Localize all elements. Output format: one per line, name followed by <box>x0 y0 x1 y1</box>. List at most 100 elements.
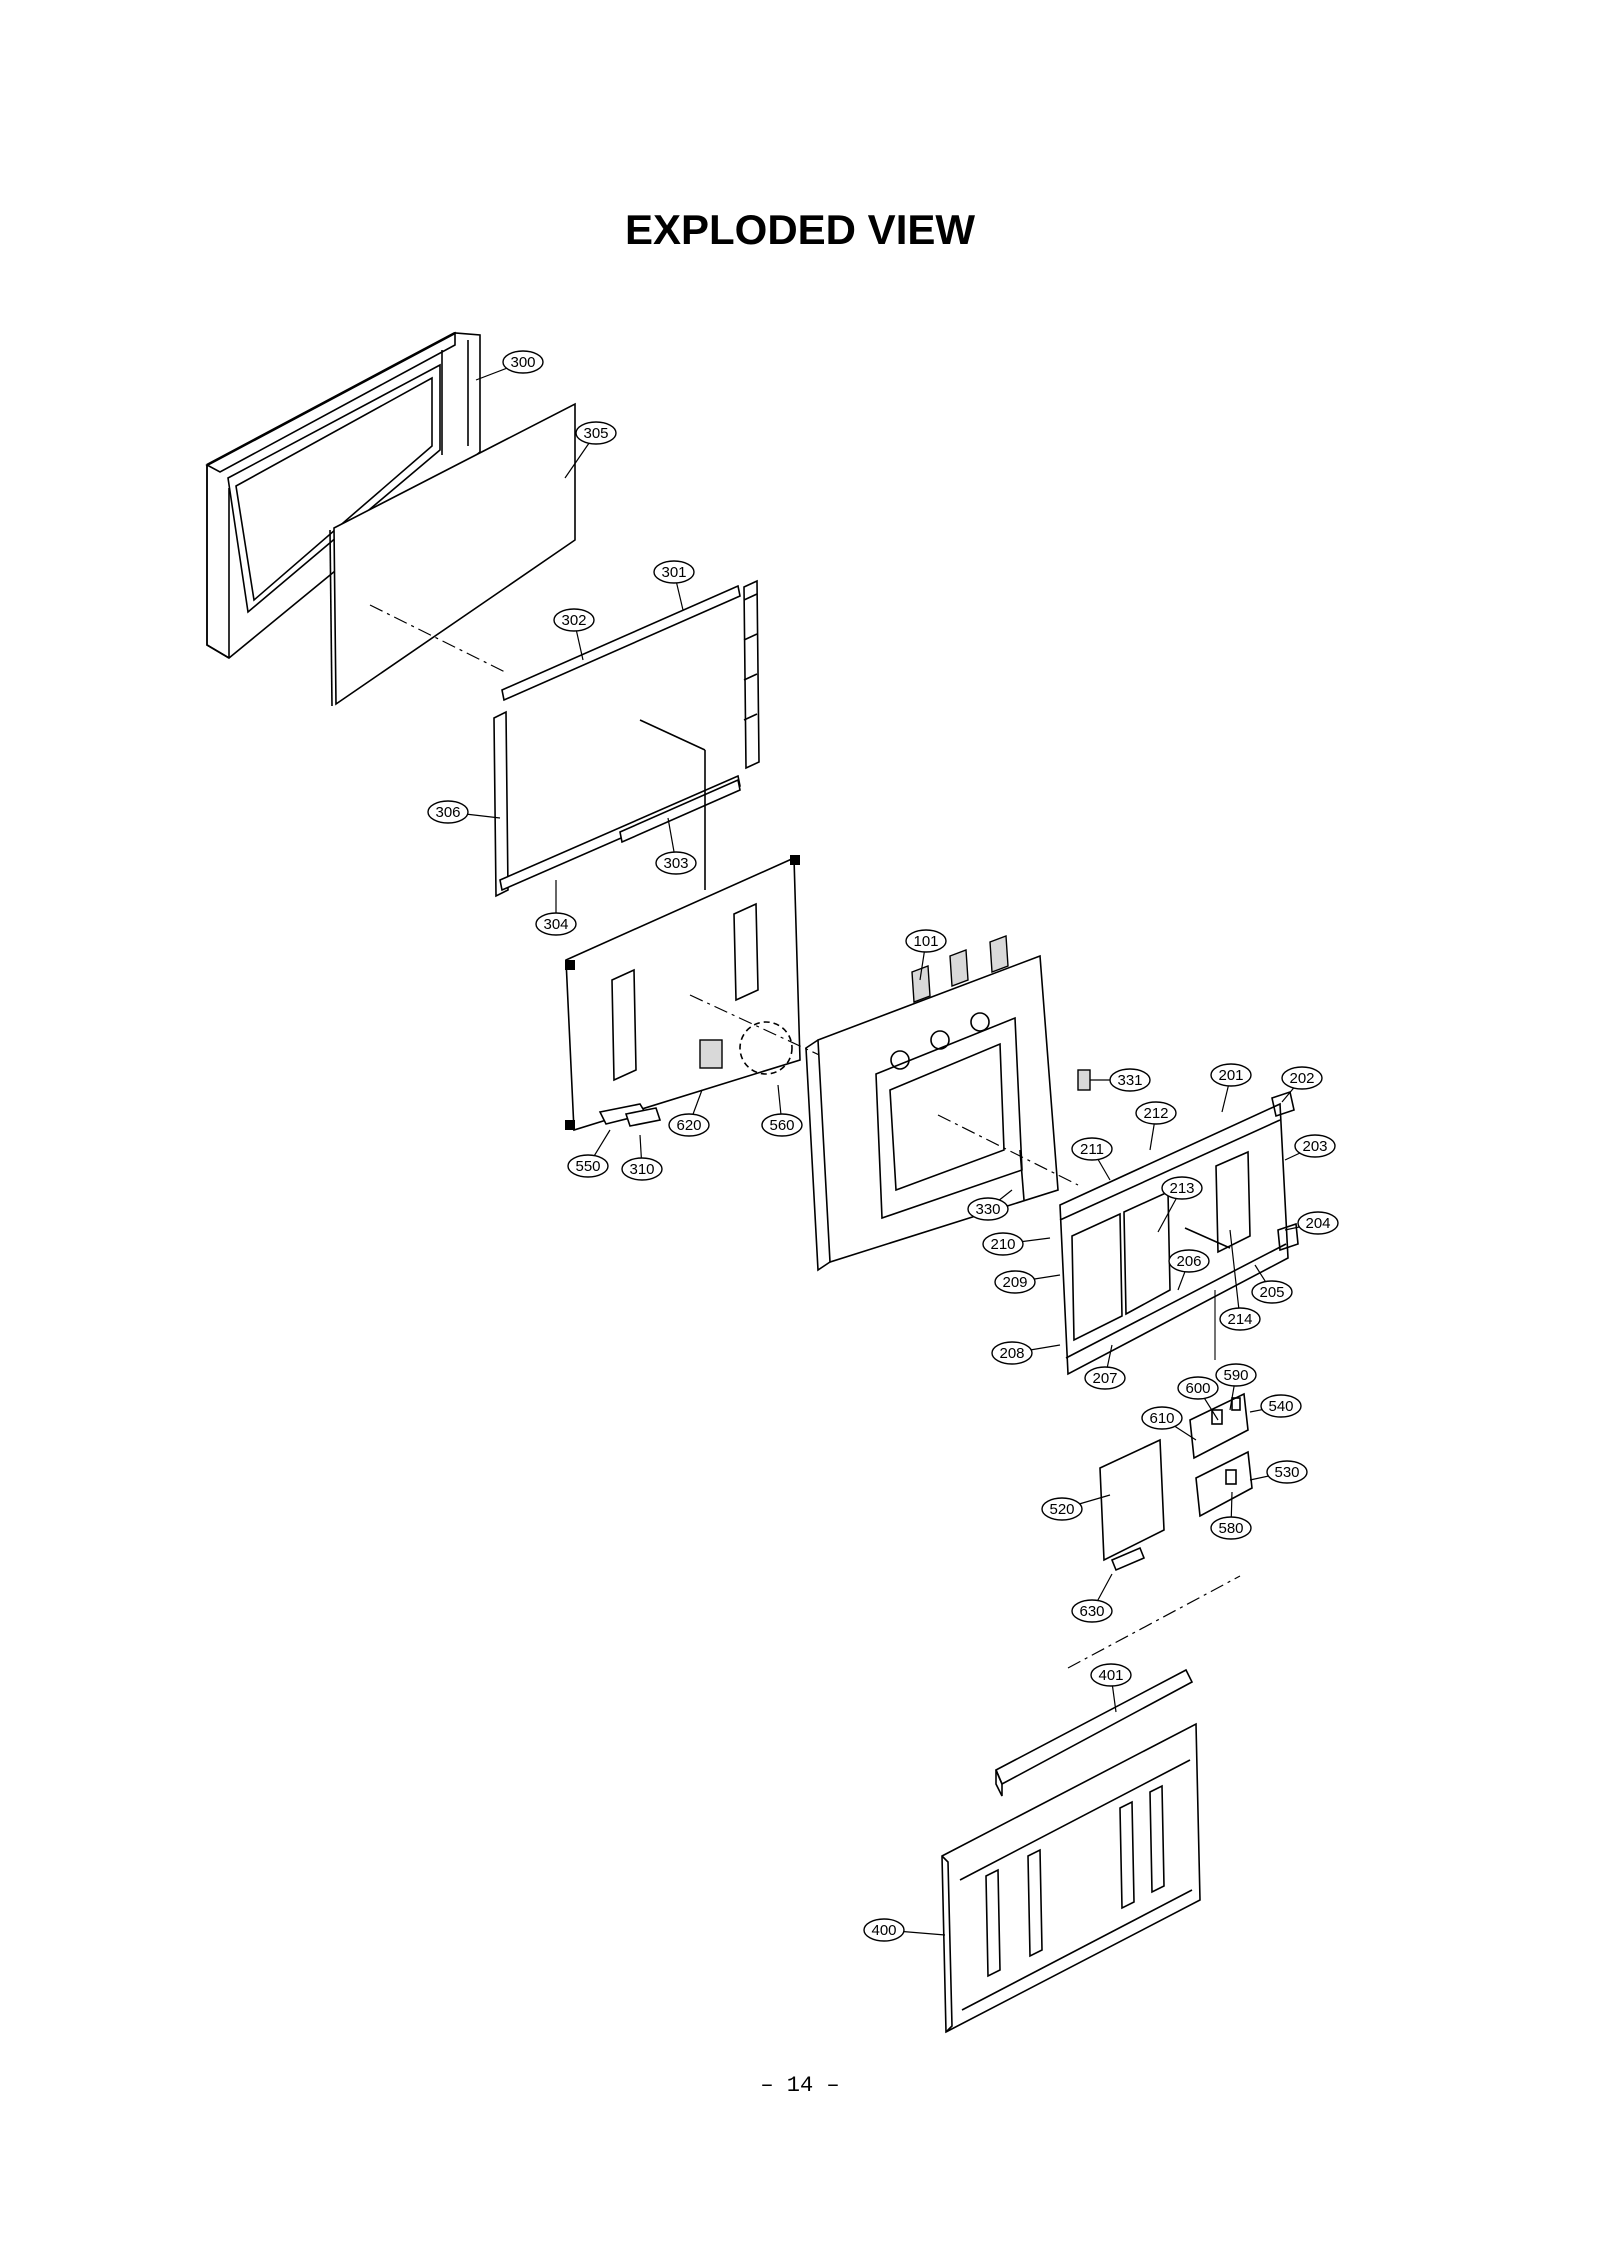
callout-620: 620 <box>668 1089 710 1137</box>
callout-label: 310 <box>629 1161 654 1178</box>
callout-bubble <box>1266 1460 1308 1484</box>
page-number: – 14 – <box>760 2073 840 2098</box>
callout-bubble <box>1135 1101 1177 1125</box>
back-cover <box>941 1722 1201 2034</box>
callout-610: 610 <box>1141 1406 1197 1441</box>
callout-bubble <box>553 608 595 632</box>
callout-210: 210 <box>982 1232 1051 1256</box>
callout-401: 401 <box>1090 1663 1132 1713</box>
callout-label: 305 <box>583 425 608 442</box>
callout-301: 301 <box>653 560 695 611</box>
callout-label: 540 <box>1268 1398 1293 1415</box>
page-title: EXPLODED VIEW <box>624 206 976 253</box>
callout-330: 330 <box>967 1189 1013 1221</box>
alignment-line <box>369 604 506 673</box>
callout-bubble <box>1177 1376 1219 1400</box>
callout-208: 208 <box>991 1341 1061 1365</box>
callout-label: 610 <box>1149 1410 1174 1427</box>
callout-label: 630 <box>1079 1603 1104 1620</box>
callout-304: 304 <box>535 880 577 936</box>
callout-bubble <box>655 851 697 875</box>
callout-bubble <box>1109 1068 1151 1092</box>
callout-580: 580 <box>1210 1491 1252 1540</box>
callout-label: 550 <box>575 1158 600 1175</box>
callout-bubble <box>991 1341 1033 1365</box>
callout-400: 400 <box>863 1918 946 1942</box>
callout-label: 203 <box>1302 1138 1327 1155</box>
callout-590: 590 <box>1215 1363 1257 1411</box>
callout-300: 300 <box>475 350 544 381</box>
callout-530: 530 <box>1249 1460 1308 1484</box>
callout-bubble <box>1210 1516 1252 1540</box>
callout-bubble <box>905 929 947 953</box>
callout-label: 331 <box>1117 1072 1142 1089</box>
callout-label: 208 <box>999 1345 1024 1362</box>
callout-bubble <box>994 1270 1036 1294</box>
callout-label: 401 <box>1098 1667 1123 1684</box>
main-chassis <box>805 935 1091 1272</box>
callout-bubble <box>535 912 577 936</box>
callout-bubble <box>967 1197 1009 1221</box>
shield-panel <box>1059 1090 1299 1376</box>
callout-bubble <box>1251 1280 1293 1304</box>
callout-label: 201 <box>1218 1067 1243 1084</box>
callout-bubble <box>1090 1663 1132 1687</box>
callout-bubble <box>653 560 695 584</box>
callout-201: 201 <box>1210 1063 1252 1113</box>
callout-bubble <box>1215 1363 1257 1387</box>
callout-label: 590 <box>1223 1367 1248 1384</box>
callout-label: 211 <box>1080 1141 1104 1158</box>
chassis-plate <box>565 855 801 1132</box>
callout-bubble <box>1168 1249 1210 1273</box>
callout-bubble <box>1161 1176 1203 1200</box>
callout-310: 310 <box>621 1134 663 1181</box>
callout-bubble <box>621 1157 663 1181</box>
callout-bubble <box>1084 1366 1126 1390</box>
callout-213: 213 <box>1157 1176 1203 1233</box>
callout-540: 540 <box>1249 1394 1302 1418</box>
callout-bubble <box>668 1113 710 1137</box>
callout-bubble <box>1141 1406 1183 1430</box>
callout-label: 303 <box>663 855 688 872</box>
callout-bubble <box>567 1154 609 1178</box>
callout-630: 630 <box>1071 1573 1113 1623</box>
callout-207: 207 <box>1084 1344 1126 1390</box>
callout-bubble <box>1041 1497 1083 1521</box>
callout-302: 302 <box>553 608 595 661</box>
callout-bubble <box>427 800 469 824</box>
callout-label: 209 <box>1002 1274 1027 1291</box>
callout-303: 303 <box>655 817 697 875</box>
callout-label: 580 <box>1218 1520 1243 1537</box>
callout-209: 209 <box>994 1270 1061 1294</box>
callout-label: 304 <box>543 916 568 933</box>
callout-211: 211 <box>1071 1137 1113 1181</box>
callout-331: 331 <box>1090 1068 1151 1092</box>
callout-label: 600 <box>1185 1380 1210 1397</box>
callout-bubble <box>982 1232 1024 1256</box>
callout-bubble <box>1219 1307 1261 1331</box>
callout-202: 202 <box>1281 1066 1323 1103</box>
callout-label: 212 <box>1143 1105 1168 1122</box>
callout-label: 214 <box>1227 1311 1252 1328</box>
callout-204: 204 <box>1284 1211 1339 1235</box>
callout-label: 330 <box>975 1201 1000 1218</box>
callout-bubble <box>1260 1394 1302 1418</box>
callout-bubble <box>575 421 617 445</box>
callout-label: 560 <box>769 1117 794 1134</box>
callout-label: 206 <box>1176 1253 1201 1270</box>
callout-label: 620 <box>676 1117 701 1134</box>
callout-leader-line <box>1229 1229 1241 1320</box>
callout-label: 302 <box>561 612 586 629</box>
pcb-boards <box>1099 1392 1253 1572</box>
callout-bubble <box>1297 1211 1339 1235</box>
callout-label: 400 <box>871 1922 896 1939</box>
callout-bubble <box>1281 1066 1323 1090</box>
callout-label: 207 <box>1092 1370 1117 1387</box>
filter-glass <box>329 402 576 707</box>
alignment-line <box>1067 1575 1241 1669</box>
callout-305: 305 <box>564 421 617 479</box>
callout-206: 206 <box>1168 1249 1210 1291</box>
callout-bubble <box>1071 1137 1113 1161</box>
